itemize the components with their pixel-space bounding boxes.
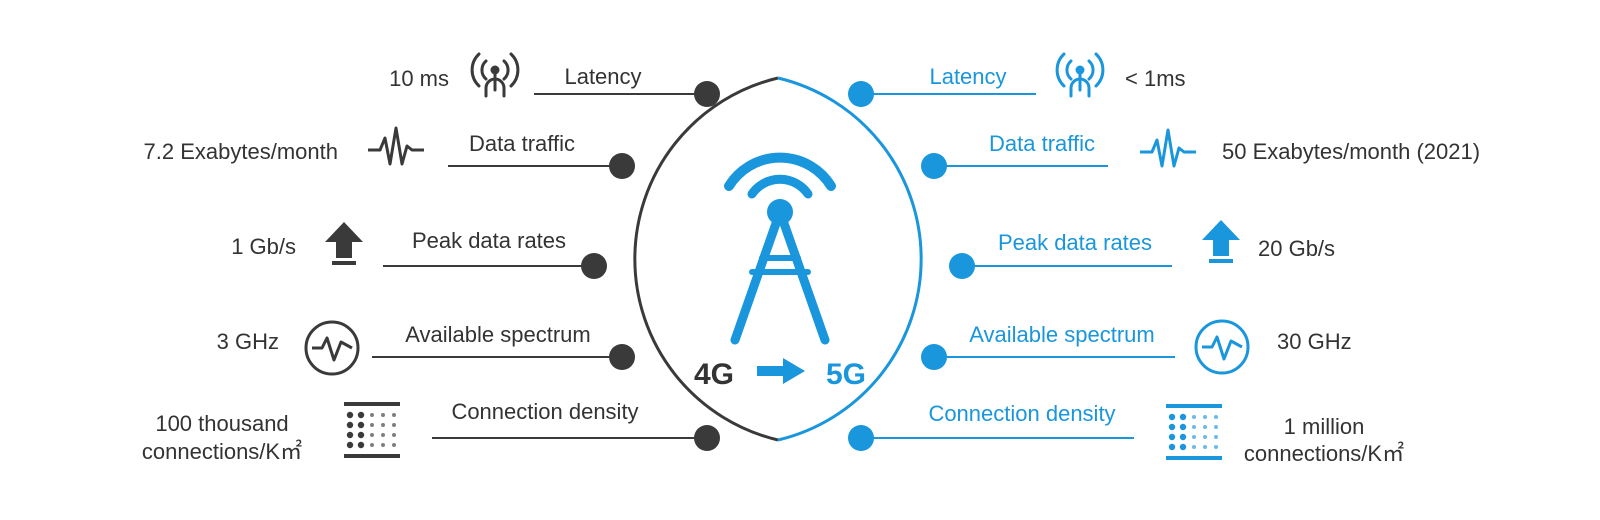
antenna-signal-icon xyxy=(470,52,520,98)
cell-tower-icon xyxy=(724,152,836,345)
node-4g-peak-rates xyxy=(581,253,607,279)
label-5g: 5G xyxy=(826,358,866,391)
node-5g-data-traffic xyxy=(921,153,947,179)
node-5g-peak-rates xyxy=(949,253,975,279)
node-4g-density xyxy=(694,425,720,451)
metric-4g-peak-rates-name: Peak data rates xyxy=(412,228,566,253)
pulse-circle-icon xyxy=(1194,319,1250,375)
metric-4g-density-value-line1: 100 thousand xyxy=(155,411,288,436)
node-4g-spectrum xyxy=(609,344,635,370)
metric-5g-spectrum-name: Available spectrum xyxy=(969,322,1154,347)
metric-4g-spectrum-name: Available spectrum xyxy=(405,322,590,347)
pulse-circle-icon xyxy=(304,320,360,376)
metric-5g-data-traffic-name: Data traffic xyxy=(989,131,1095,156)
metric-5g-latency-name: Latency xyxy=(929,64,1006,89)
metric-4g-latency-value: 10 ms xyxy=(389,66,449,91)
metric-4g-latency-name: Latency xyxy=(564,64,641,89)
metric-5g-spectrum-value: 30 GHz xyxy=(1277,329,1352,354)
arrow-right-icon xyxy=(757,358,805,384)
metric-4g-data-traffic-value: 7.2 Exabytes/month xyxy=(144,139,338,164)
metric-5g-density-value-line1: 1 million xyxy=(1284,414,1365,439)
connectors-5g xyxy=(861,93,1175,439)
metric-5g-latency-value: < 1ms xyxy=(1125,66,1186,91)
node-4g-data-traffic xyxy=(609,153,635,179)
node-5g-density xyxy=(848,425,874,451)
metric-4g-density-value-line2: connections/K㎡ xyxy=(142,439,302,464)
density-grid-icon xyxy=(344,402,400,458)
antenna-signal-icon xyxy=(1055,52,1105,98)
circle-arc-5g xyxy=(777,76,923,442)
waveform-icon xyxy=(368,126,424,166)
node-5g-spectrum xyxy=(921,344,947,370)
node-5g-latency xyxy=(848,81,874,107)
metric-5g-peak-rates-name: Peak data rates xyxy=(998,230,1152,255)
upload-arrow-icon xyxy=(325,222,363,265)
metric-4g-spectrum-value: 3 GHz xyxy=(217,329,279,354)
label-4g: 4G xyxy=(694,358,734,391)
metric-5g-density-value-line2: connections/K㎡ xyxy=(1244,441,1404,466)
density-grid-icon xyxy=(1166,404,1222,460)
nodes-5g xyxy=(848,81,975,451)
nodes-4g xyxy=(581,81,720,451)
waveform-icon xyxy=(1140,128,1196,168)
metric-5g-density-name: Connection density xyxy=(928,401,1115,426)
upload-arrow-icon xyxy=(1202,220,1240,263)
metric-4g-peak-rates-value: 1 Gb/s xyxy=(231,234,296,259)
metric-4g-data-traffic-name: Data traffic xyxy=(469,131,575,156)
metric-4g-density-name: Connection density xyxy=(451,399,638,424)
metric-5g-peak-rates-value: 20 Gb/s xyxy=(1258,236,1335,261)
metric-5g-data-traffic-value: 50 Exabytes/month (2021) xyxy=(1222,139,1480,164)
connectors-4g xyxy=(372,93,707,439)
circle-arc-4g xyxy=(633,76,779,442)
node-4g-latency xyxy=(694,81,720,107)
